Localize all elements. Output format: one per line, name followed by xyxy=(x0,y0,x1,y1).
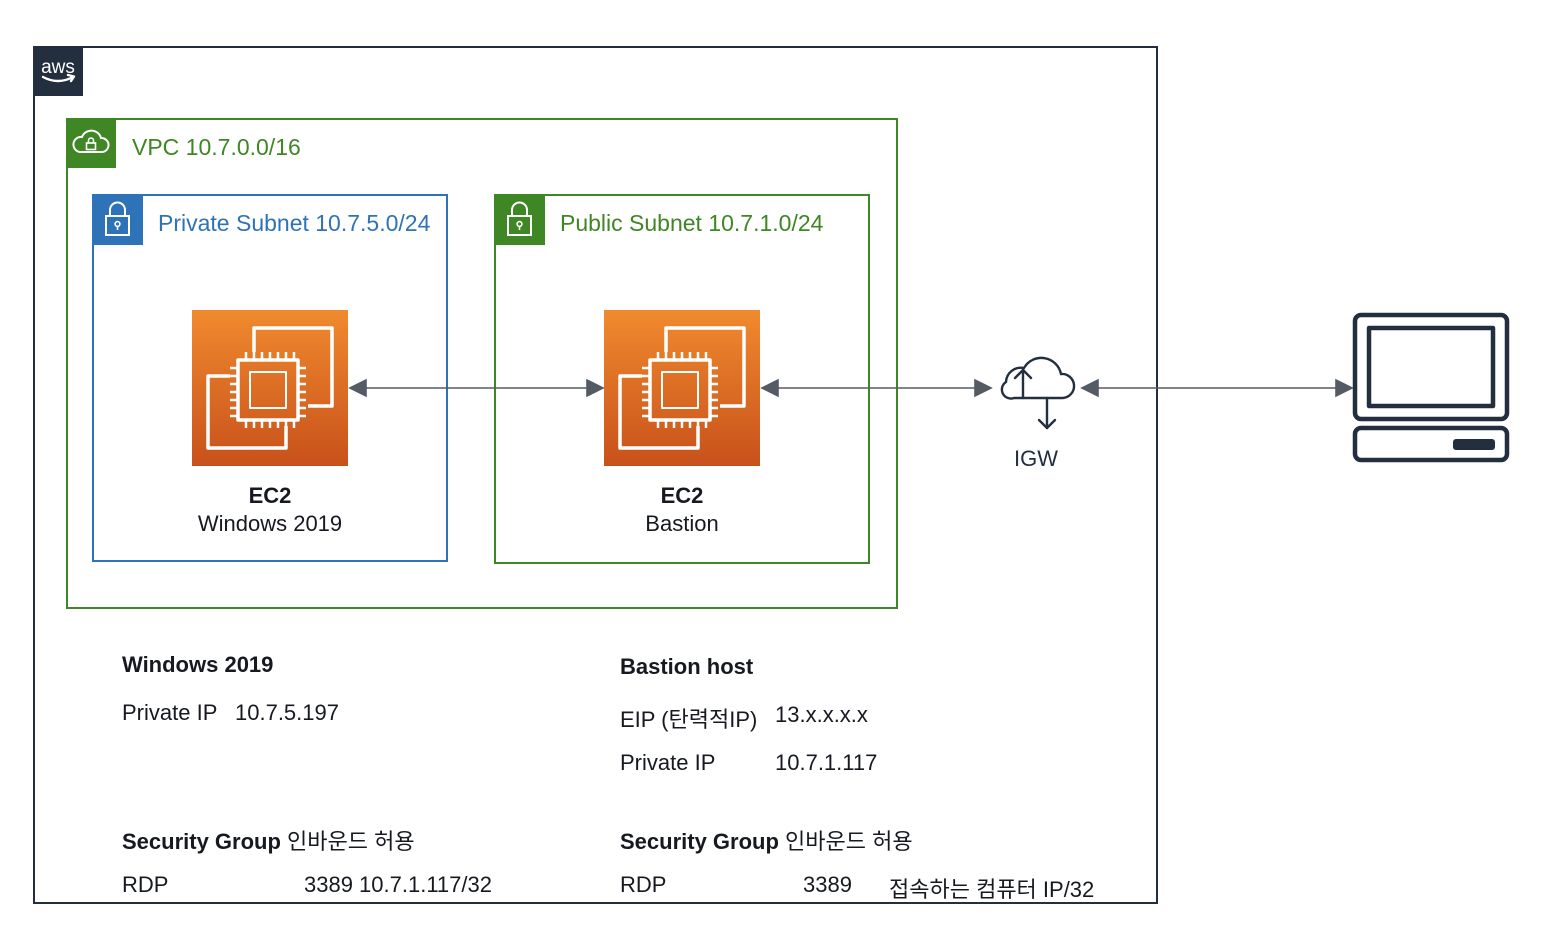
windows-sg-suffix: 인바운드 허용 xyxy=(287,829,415,854)
vpc-label: VPC 10.7.0.0/16 xyxy=(132,134,301,160)
igw-label: IGW xyxy=(1014,446,1058,471)
bastion-sg-heading: Security Group 인바운드 허용 xyxy=(620,824,913,856)
public-subnet-label: Public Subnet 10.7.1.0/24 xyxy=(560,210,824,236)
windows-info-title: Windows 2019 xyxy=(122,652,274,677)
bastion-eip-value: 13.x.x.x.x xyxy=(775,702,868,727)
ec2-bastion-icon[interactable] xyxy=(604,310,760,466)
windows-sg-title: Security Group xyxy=(122,829,281,854)
client-computer-icon[interactable] xyxy=(1352,312,1510,464)
windows-rule-proto: RDP xyxy=(122,872,169,897)
private-subnet-group xyxy=(92,194,448,562)
internet-gateway-icon[interactable] xyxy=(990,340,1080,432)
bastion-rule-proto: RDP xyxy=(620,872,667,897)
ec2-windows-subtitle: Windows 2019 xyxy=(197,511,343,536)
bastion-rule-port: 3389 xyxy=(803,872,852,897)
private-subnet-label: Private Subnet 10.7.5.0/24 xyxy=(158,210,431,236)
bastion-private-ip-value: 10.7.1.117 xyxy=(775,750,878,775)
vpc-cloud-lock-icon xyxy=(66,118,116,168)
aws-logo-icon: aws xyxy=(33,46,83,96)
aws-logo-text: aws xyxy=(41,57,75,78)
public-subnet-group xyxy=(494,194,870,564)
ec2-bastion-title: EC2 xyxy=(660,483,704,508)
bastion-sg-suffix: 인바운드 허용 xyxy=(785,829,913,854)
windows-private-ip-value: 10.7.5.197 xyxy=(235,700,339,725)
bastion-sg-title: Security Group xyxy=(620,829,779,854)
bastion-private-ip-label: Private IP xyxy=(620,750,716,775)
ec2-bastion-subtitle: Bastion xyxy=(645,511,719,536)
ec2-windows-icon[interactable] xyxy=(192,310,348,466)
windows-rule-port-source: 3389 10.7.1.117/32 xyxy=(304,872,492,897)
arrowhead xyxy=(1335,378,1354,398)
vpc-group xyxy=(66,118,898,609)
private-subnet-lock-icon xyxy=(92,194,143,245)
windows-sg-heading: Security Group 인바운드 허용 xyxy=(122,824,415,856)
bastion-rule-source: 접속하는 컴퓨터 IP/32 xyxy=(889,877,1095,902)
bastion-eip-label: EIP (탄력적IP) xyxy=(620,707,758,732)
windows-private-ip-label: Private IP xyxy=(122,700,218,725)
public-subnet-lock-icon xyxy=(494,194,545,245)
aws-cloud-group xyxy=(33,46,1158,904)
bastion-info-title: Bastion host xyxy=(620,654,754,679)
ec2-windows-title: EC2 xyxy=(248,483,292,508)
